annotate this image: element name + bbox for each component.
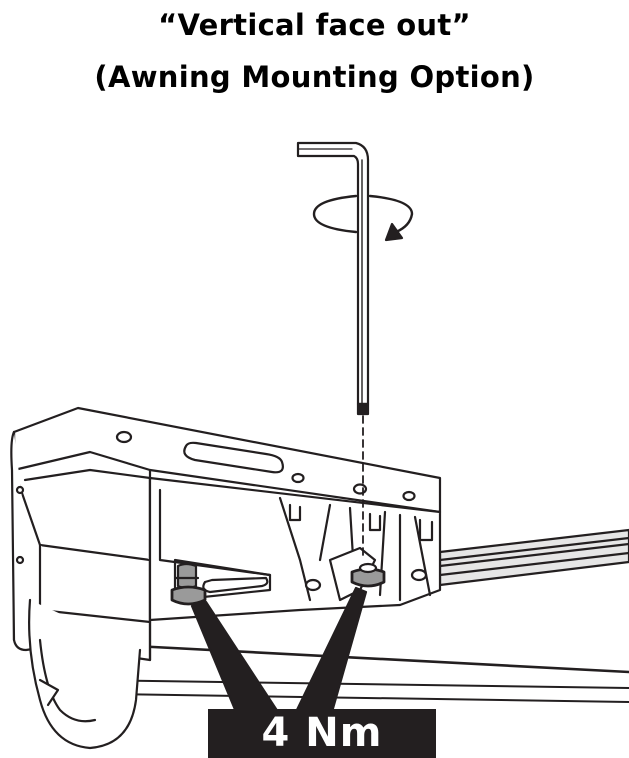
torque-label: 4 Nm [208, 709, 436, 758]
bracket-plate [12, 406, 442, 514]
end-cap [10, 430, 142, 750]
instruction-title: “Vertical face out” [158, 8, 471, 42]
rotate-clockwise-icon [312, 194, 414, 242]
bolt-right [350, 562, 386, 588]
hex-key-icon [296, 141, 370, 416]
bolt-left [170, 562, 207, 606]
instruction-subtitle: (Awning Mounting Option) [94, 60, 535, 94]
